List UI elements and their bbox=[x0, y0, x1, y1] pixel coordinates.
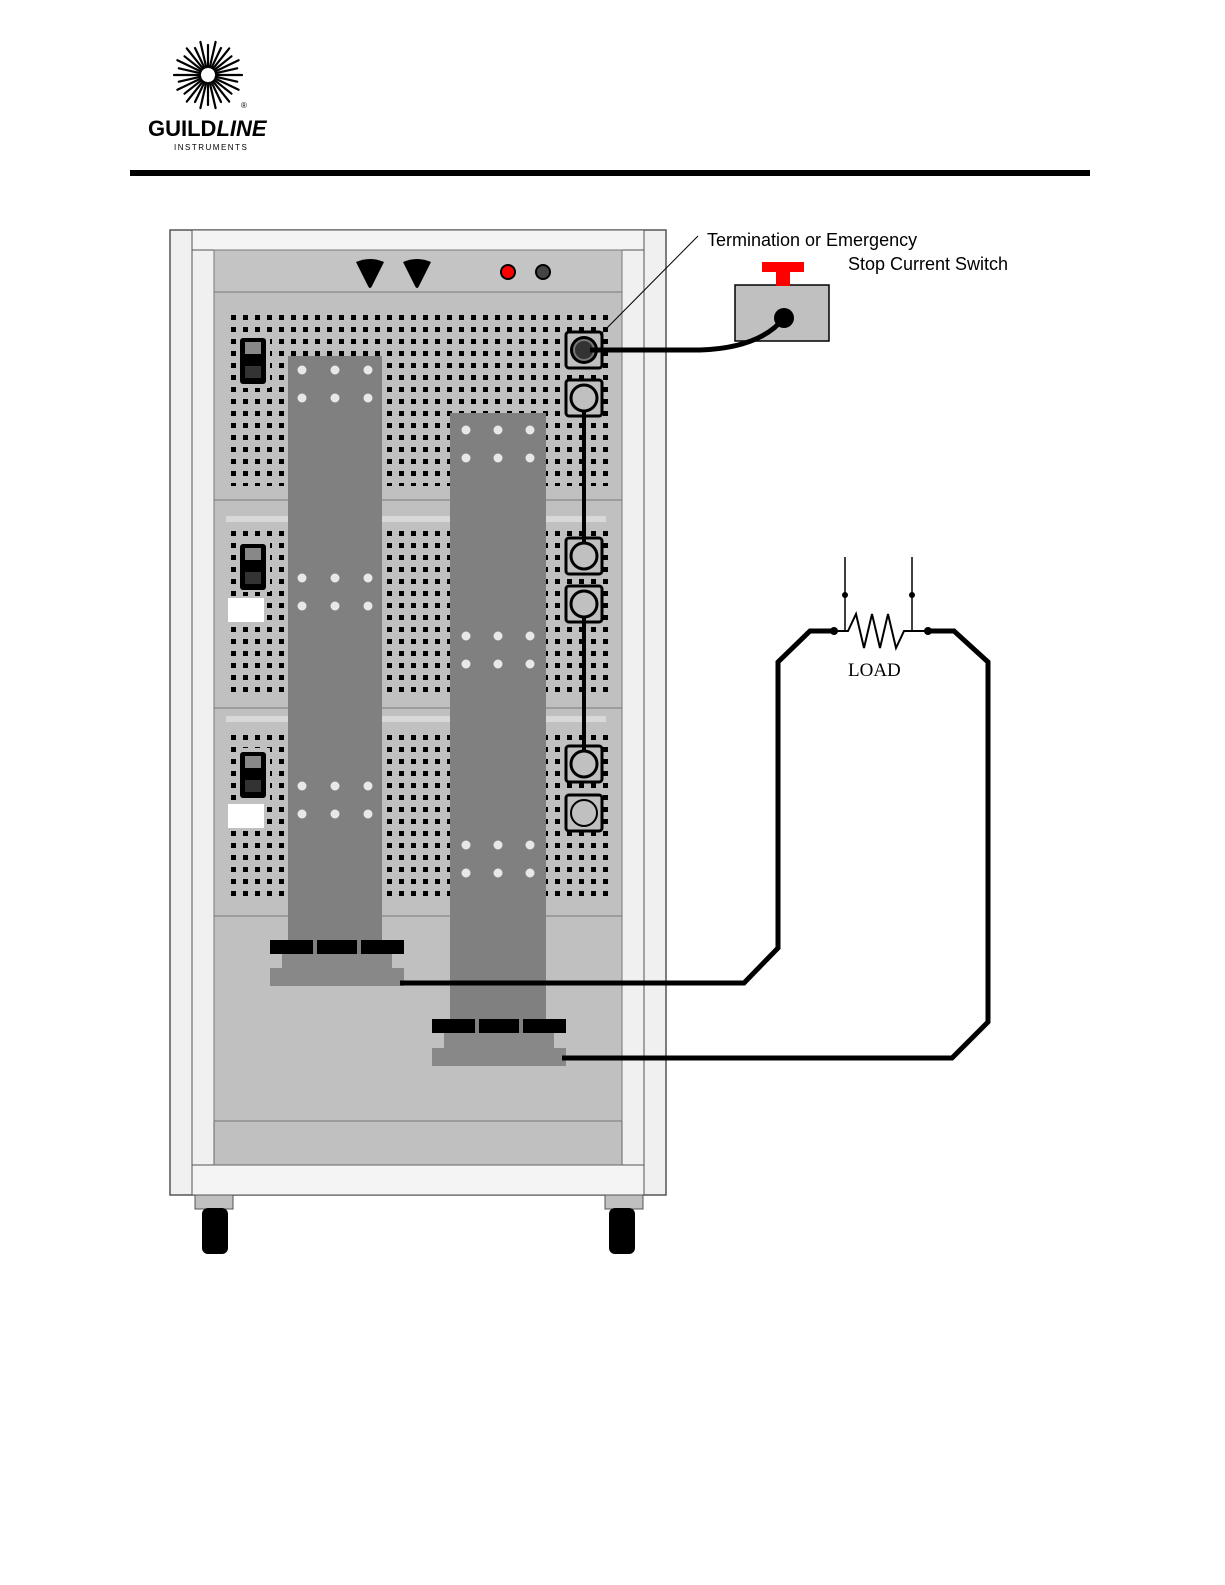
bus-bar-bolt-hole bbox=[331, 602, 340, 611]
bus-bar-bolt-hole bbox=[494, 841, 503, 850]
top-panel bbox=[214, 250, 622, 292]
bus-bar-bolt-hole bbox=[462, 454, 471, 463]
bus-bar-bolt-hole bbox=[462, 869, 471, 878]
bus-bar-bolt-hole bbox=[364, 602, 373, 611]
bus-bar-bolt-hole bbox=[364, 574, 373, 583]
caster-wheels bbox=[195, 1195, 643, 1254]
power-module-2 bbox=[214, 500, 622, 708]
bus-bar-bolt-hole bbox=[298, 394, 307, 403]
bus-bar-bolt-hole bbox=[364, 394, 373, 403]
bus-bar-bolt-hole bbox=[462, 426, 471, 435]
emergency-stop-switch bbox=[735, 262, 829, 341]
bus-bar-bolt-hole bbox=[298, 366, 307, 375]
bus-bar-bolt-hole bbox=[526, 426, 535, 435]
bus-bar-1-clamp bbox=[270, 940, 404, 954]
bus-bar-bolt-hole bbox=[331, 810, 340, 819]
bus-bar-bolt-hole bbox=[462, 660, 471, 669]
bus-bar-bolt-hole bbox=[494, 632, 503, 641]
black-terminal bbox=[536, 265, 550, 279]
bus-bar-bolt-hole bbox=[364, 366, 373, 375]
load-label: LOAD bbox=[848, 660, 901, 681]
load-resistor bbox=[830, 557, 932, 648]
bus-bar-bolt-hole bbox=[494, 660, 503, 669]
bus-bar-bolt-hole bbox=[494, 869, 503, 878]
bus-bar-bolt-hole bbox=[298, 602, 307, 611]
bus-bar-bolt-hole bbox=[526, 454, 535, 463]
bus-bar-bolt-hole bbox=[494, 454, 503, 463]
bus-bar-bolt-hole bbox=[526, 660, 535, 669]
bus-bar-bolt-hole bbox=[364, 810, 373, 819]
bus-bar-bolt-hole bbox=[331, 366, 340, 375]
bus-bar-bolt-hole bbox=[462, 841, 471, 850]
bus-bar-bolt-hole bbox=[331, 394, 340, 403]
caster-wheel-left bbox=[202, 1208, 228, 1254]
switch-callout-line1: Termination or Emergency bbox=[707, 230, 917, 250]
bus-bar-bolt-hole bbox=[526, 632, 535, 641]
bus-bar-bolt-hole bbox=[526, 869, 535, 878]
switch-callout-line2: Stop Current Switch bbox=[848, 254, 1008, 274]
bus-bar-bolt-hole bbox=[298, 782, 307, 791]
resistor-icon bbox=[834, 614, 928, 648]
bus-bar-bolt-hole bbox=[298, 810, 307, 819]
bus-bar-2-clamp bbox=[432, 1019, 566, 1033]
power-module-3 bbox=[214, 708, 622, 916]
bus-bar-bolt-hole bbox=[494, 426, 503, 435]
bus-bar-bolt-hole bbox=[462, 632, 471, 641]
bus-bar-bolt-hole bbox=[364, 782, 373, 791]
bus-bar-bolt-hole bbox=[298, 574, 307, 583]
caster-wheel-right bbox=[609, 1208, 635, 1254]
bus-bar-bolt-hole bbox=[331, 574, 340, 583]
red-terminal bbox=[501, 265, 515, 279]
power-module-1 bbox=[214, 292, 622, 500]
bus-bar-bolt-hole bbox=[331, 782, 340, 791]
bus-bar-2 bbox=[432, 413, 566, 1066]
bus-bar-bolt-hole bbox=[526, 841, 535, 850]
